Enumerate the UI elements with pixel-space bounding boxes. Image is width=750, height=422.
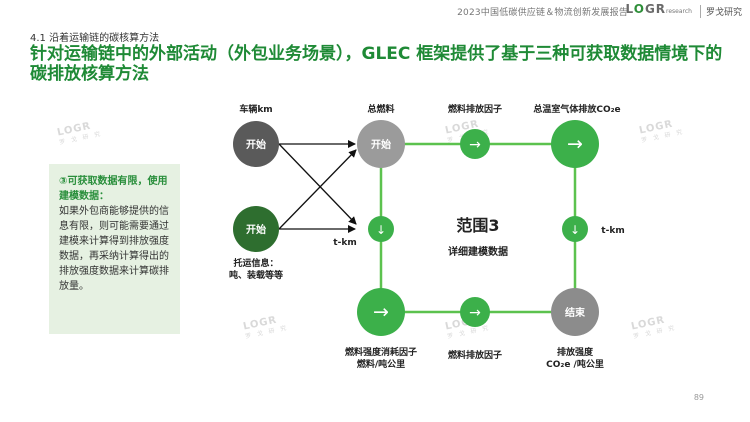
note-heading: ③可获取数据有限，使用建模数据：	[59, 176, 168, 202]
start-node-label: 开始	[246, 138, 266, 151]
label-tkm-right: t-km	[601, 226, 624, 236]
logo-letter-l: L	[625, 2, 634, 16]
section-label: 4.1 沿着运输链的碳核算方法	[30, 33, 160, 44]
fuel-factor-arrow-bottom	[460, 297, 490, 327]
right-arrow-icon: →	[469, 305, 481, 321]
logo-letter-o: O	[633, 2, 645, 16]
label-fuel-factor-top: 燃料排放因子	[448, 103, 502, 115]
report-title: 2023中国低碳供应链＆物流创新发展报告	[457, 8, 628, 18]
start-node-vehicle	[233, 121, 279, 167]
label-emission-intensity: 排放强度	[557, 346, 594, 358]
fuel-factor-arrow-top	[460, 129, 490, 159]
start-node-label: 开始	[246, 223, 266, 236]
arrow-shipment-to-fuel	[278, 149, 357, 230]
scope-subtitle: 详细建模数据	[448, 245, 508, 258]
start-node-label: 开始	[371, 138, 391, 151]
logo-letters-gr: GR	[644, 2, 667, 16]
end-node	[551, 288, 599, 336]
start-node-shipment	[233, 206, 279, 252]
logo-suffix: research	[666, 8, 692, 15]
page-number: 89	[693, 393, 704, 402]
right-arrow-icon: →	[469, 137, 481, 153]
tkm-node-right	[562, 216, 588, 242]
page-headline: 针对运输链中的外部活动（外包业务场景），GLEC 框架提供了基于三种可获取数据情…	[30, 44, 723, 84]
label-total-fuel: 总燃料	[367, 103, 394, 115]
fuel-intensity-node	[357, 288, 405, 336]
start-node-total-fuel	[357, 120, 405, 168]
arrow-vehicle-to-tkm	[278, 143, 357, 225]
note-body: 如果外包商能够提供的信息有限，则可能需要通过建模来计算得到排放强度数据，再采纳计…	[59, 206, 169, 292]
end-node-label: 结束	[565, 306, 586, 319]
top-bar: 2023中国低碳供应链＆物流创新发展报告 LOGRresearch 罗戈研究	[0, 0, 750, 22]
right-arrow-icon: →	[373, 301, 389, 323]
label-fuel-intensity: 燃料强度消耗因子	[345, 346, 417, 358]
down-arrow-icon: ↓	[570, 223, 580, 237]
total-ghg-node	[551, 120, 599, 168]
org-name: 罗戈研究	[699, 5, 742, 18]
label-fuel-factor-bottom: 燃料排放因子	[448, 349, 502, 361]
label-tkm-left: t-km	[333, 238, 356, 248]
right-arrow-icon: →	[567, 133, 583, 155]
label-vehicle-km: 车辆km	[239, 103, 272, 115]
tkm-node-left	[368, 216, 394, 242]
label-shipment-info: 托运信息：	[233, 257, 278, 269]
logr-logo: LOGRresearch	[626, 2, 692, 16]
down-arrow-icon: ↓	[376, 223, 386, 237]
label-total-ghg: 总温室气体排放CO₂e	[533, 103, 620, 115]
label-fuel-intensity-unit: 燃料/吨公里	[357, 358, 405, 370]
note-box: ③可获取数据有限，使用建模数据： 如果外包商能够提供的信息有限，则可能需要通过建…	[49, 164, 180, 334]
scope-title: 范围3	[456, 216, 499, 235]
label-emission-intensity-unit: CO₂e /吨公里	[546, 358, 604, 370]
label-shipment-info-detail: 吨、装载等等	[229, 269, 283, 281]
